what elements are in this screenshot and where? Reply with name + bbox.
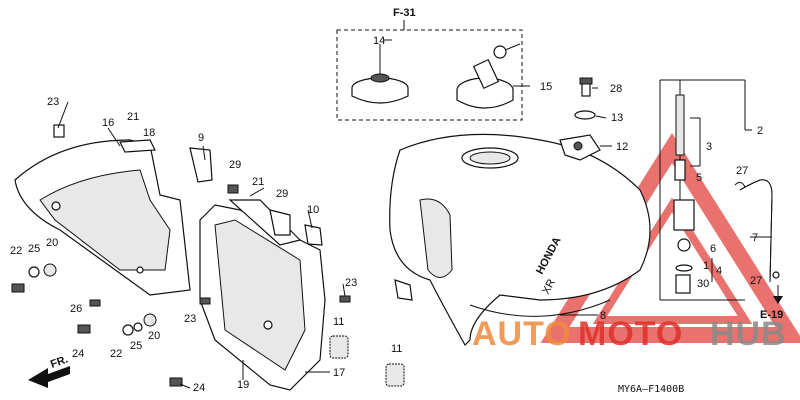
watermark-part-1: AUTO	[472, 315, 572, 353]
callout-13: 13	[611, 112, 623, 124]
callout-27a: 27	[736, 165, 748, 177]
front-direction-arrow: FR.	[28, 353, 70, 388]
fuel-tank: HONDA XR	[389, 133, 651, 346]
callout-4: 4	[716, 265, 722, 277]
callout-2: 2	[757, 125, 763, 137]
callout-24b: 24	[193, 382, 205, 394]
fr-label: FR.	[49, 353, 70, 370]
callout-21a: 21	[127, 111, 139, 123]
callout-24a: 24	[72, 348, 84, 360]
callout-25a: 25	[28, 243, 40, 255]
callout-21b: 21	[252, 176, 264, 188]
callout-20b: 20	[148, 330, 160, 342]
section-ref: F-31	[393, 7, 416, 19]
figure-code: MY6A–F1400B	[618, 384, 684, 395]
tank-mount-parts	[559, 77, 601, 161]
callout-30: 30	[697, 278, 709, 290]
callout-3: 3	[706, 141, 712, 153]
watermark-part-2: MOTO	[578, 315, 683, 353]
callout-11b: 11	[391, 343, 402, 355]
callout-29b: 29	[276, 188, 288, 200]
watermark-part-3: HUB	[710, 315, 787, 353]
grommets	[329, 335, 405, 387]
callout-5: 5	[696, 172, 702, 184]
fasteners	[11, 147, 351, 387]
callout-23c: 23	[184, 313, 196, 325]
callout-15: 15	[540, 81, 552, 93]
callout-17: 17	[333, 367, 345, 379]
fuel-hose	[734, 179, 780, 283]
callout-6: 6	[710, 243, 716, 255]
e19-ref: E-19	[760, 285, 783, 321]
callout-23a: 23	[47, 96, 59, 108]
callout-28: 28	[610, 83, 622, 95]
callout-18: 18	[143, 127, 155, 139]
callout-9: 9	[198, 132, 204, 144]
fuel-valve-assembly	[659, 79, 746, 301]
callout-10: 10	[307, 204, 319, 216]
callout-26: 26	[70, 303, 82, 315]
side-ref: E-19	[760, 309, 783, 321]
callout-labels: 1 2 3 4 5 6 7 8 9 10 11 11 12 13 14 15 1…	[10, 35, 763, 394]
callout-20a: 20	[46, 237, 58, 249]
callout-16: 16	[102, 117, 114, 129]
callout-23b: 23	[345, 277, 357, 289]
callout-11a: 11	[333, 316, 344, 328]
left-side-cover	[14, 124, 191, 296]
watermark-text: AUTO MOTO HUB	[472, 315, 787, 353]
callout-8: 8	[600, 310, 606, 322]
callout-22b: 22	[110, 348, 122, 360]
callout-12: 12	[616, 141, 628, 153]
callout-27b: 27	[750, 275, 762, 287]
callout-1: 1	[703, 260, 709, 272]
callout-25b: 25	[130, 340, 142, 352]
callout-7: 7	[752, 232, 758, 244]
callout-29a: 29	[229, 159, 241, 171]
callout-19: 19	[237, 379, 249, 391]
callout-22a: 22	[10, 245, 22, 257]
callout-14: 14	[373, 35, 385, 47]
fuel-cap-inset: F-31	[336, 7, 530, 121]
leader-lines	[57, 39, 772, 389]
